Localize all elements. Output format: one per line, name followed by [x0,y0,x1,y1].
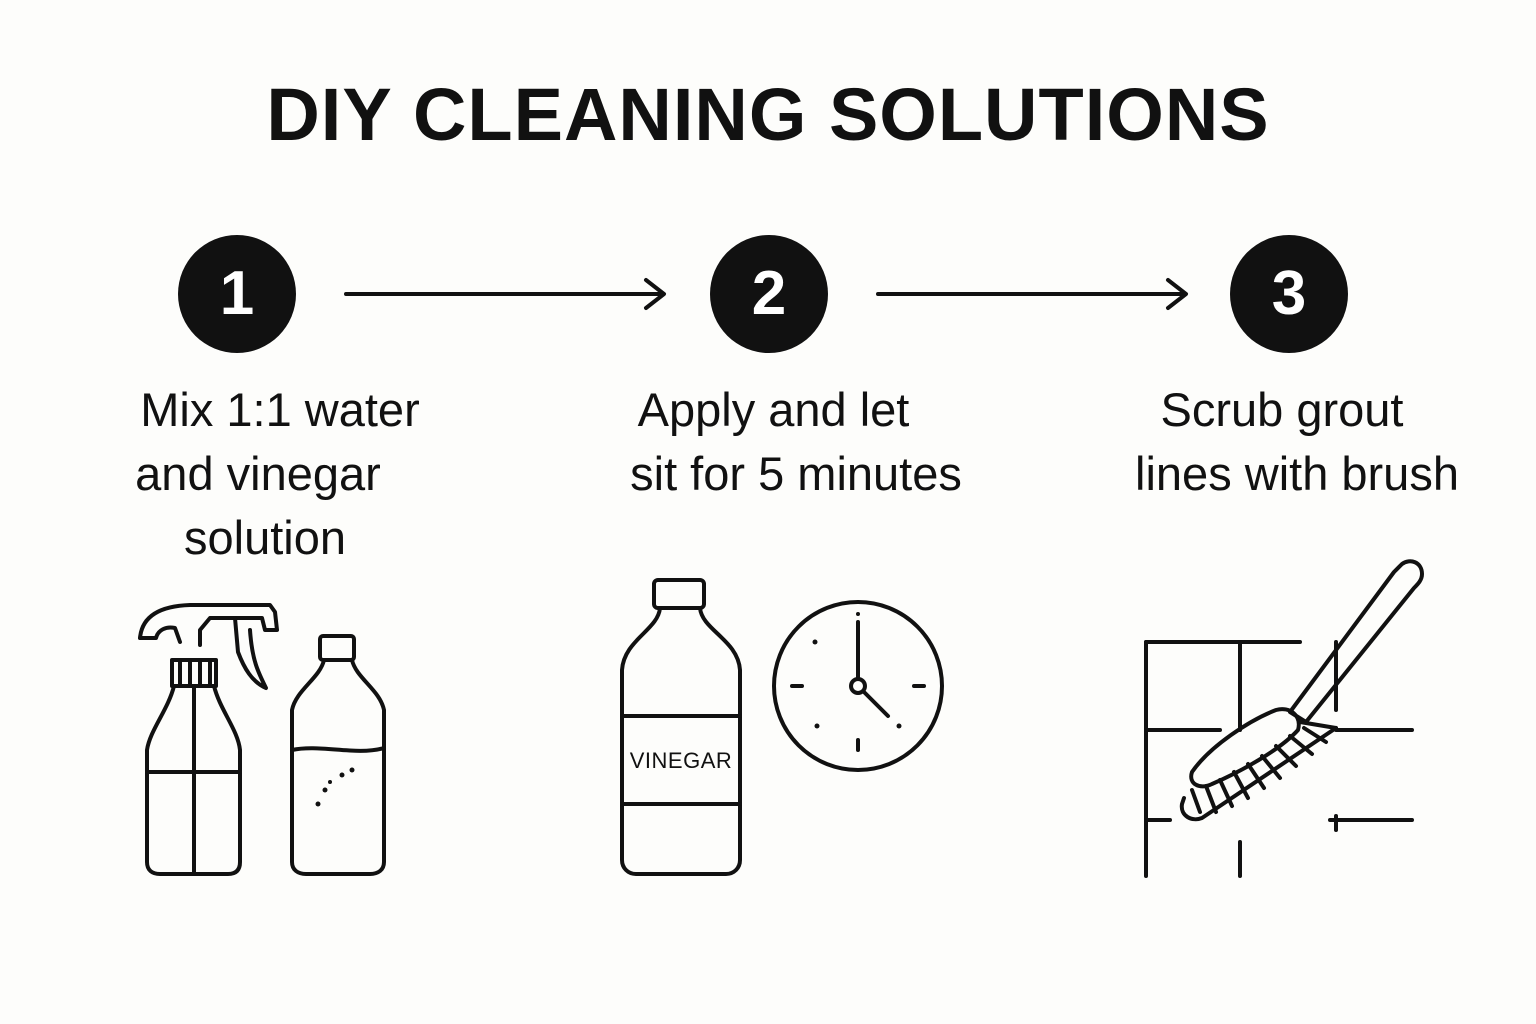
step-1-line-3: solution [184,511,346,564]
step-3-line-1: Scrub grout [1160,383,1404,436]
spray-bottle-and-water-bottle-illustration [138,603,386,876]
tile-grid-icon [1144,640,1414,878]
step-2-line-1: Apply and let [637,383,910,436]
spray-bottle-icon [138,603,279,876]
step-1-line-1: Mix 1:1 water [140,383,420,436]
step-1-description: Mix 1:1 water and vinegar solution [100,378,460,570]
vinegar-bottle-and-clock-illustration: VINEGAR [620,578,944,876]
step-1-number-badge: 1 [178,235,296,353]
step-3-line-2: lines with brush [1135,447,1459,500]
vinegar-bottle-icon [620,578,742,876]
arrow-step-2-to-3 [876,278,1188,310]
vinegar-bottle-label: VINEGAR [630,748,733,773]
step-2-description: Apply and let sit for 5 minutes [596,378,996,506]
tile-grid-and-scrub-brush-illustration [1144,559,1424,878]
step-2-number-badge: 2 [710,235,828,353]
arrow-step-1-to-2 [344,278,666,310]
step-2-line-2: sit for 5 minutes [630,447,962,500]
step-1-line-2: and vinegar [135,447,381,500]
scrub-brush-icon [1179,559,1424,822]
step-3-number-badge: 3 [1230,235,1348,353]
page-title: DIY CLEANING SOLUTIONS [266,73,1270,156]
step-3-description: Scrub grout lines with brush [1100,378,1494,506]
water-bottle-icon [290,634,386,876]
